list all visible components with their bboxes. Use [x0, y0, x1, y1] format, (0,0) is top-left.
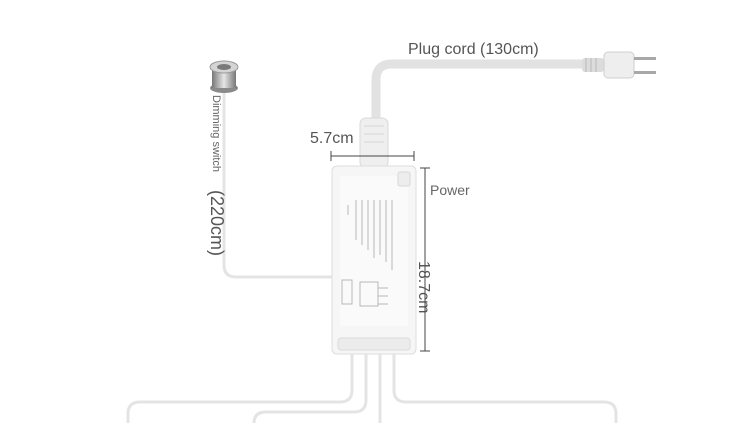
switch-length-label: (220cm): [207, 190, 227, 257]
plug-cord-label: Plug cord (130cm): [408, 41, 539, 58]
width-dimension-line: [330, 151, 415, 161]
dimming-switch-label: Dimming switch: [210, 95, 222, 173]
height-dimension-line: [420, 167, 430, 352]
height-label: 18.7cm: [415, 261, 432, 314]
cable-strain-relief: [359, 117, 389, 169]
power-plug-icon: [582, 51, 656, 79]
width-label: 5.7cm: [310, 130, 354, 147]
dimming-switch-cable: [222, 92, 332, 279]
power-supply-housing: [331, 165, 417, 355]
dimming-switch-icon: [209, 60, 239, 93]
output-cables: [126, 350, 618, 423]
power-label: Power: [430, 182, 470, 198]
plug-cord: [371, 59, 590, 170]
